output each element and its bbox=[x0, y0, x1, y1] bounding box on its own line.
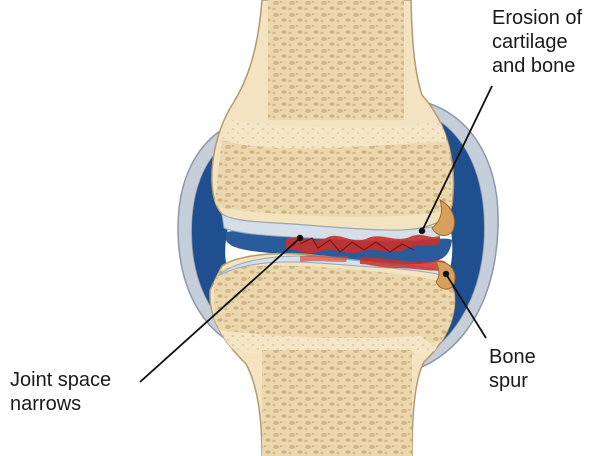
bone-spur-label-line-1: Bone bbox=[489, 345, 536, 369]
upper-bone bbox=[212, 0, 454, 230]
lower-bone bbox=[210, 254, 456, 456]
erosion-label: Erosion of cartilage and bone bbox=[492, 6, 582, 78]
joint-space-label: Joint space narrows bbox=[10, 368, 111, 416]
joint-space-pointer-dot bbox=[297, 235, 303, 241]
erosion-label-line-3: and bone bbox=[492, 54, 582, 78]
joint-space-label-line-1: Joint space bbox=[10, 368, 111, 392]
erosion-label-line-2: cartilage bbox=[492, 30, 582, 54]
erosion-label-line-1: Erosion of bbox=[492, 6, 582, 30]
bone-spur-label: Bone spur bbox=[489, 345, 536, 393]
erosion-pointer-dot bbox=[419, 228, 425, 234]
bone-spur-label-line-2: spur bbox=[489, 369, 536, 393]
joint-space-label-line-2: narrows bbox=[10, 392, 111, 416]
spur-pointer-dot bbox=[443, 271, 449, 277]
